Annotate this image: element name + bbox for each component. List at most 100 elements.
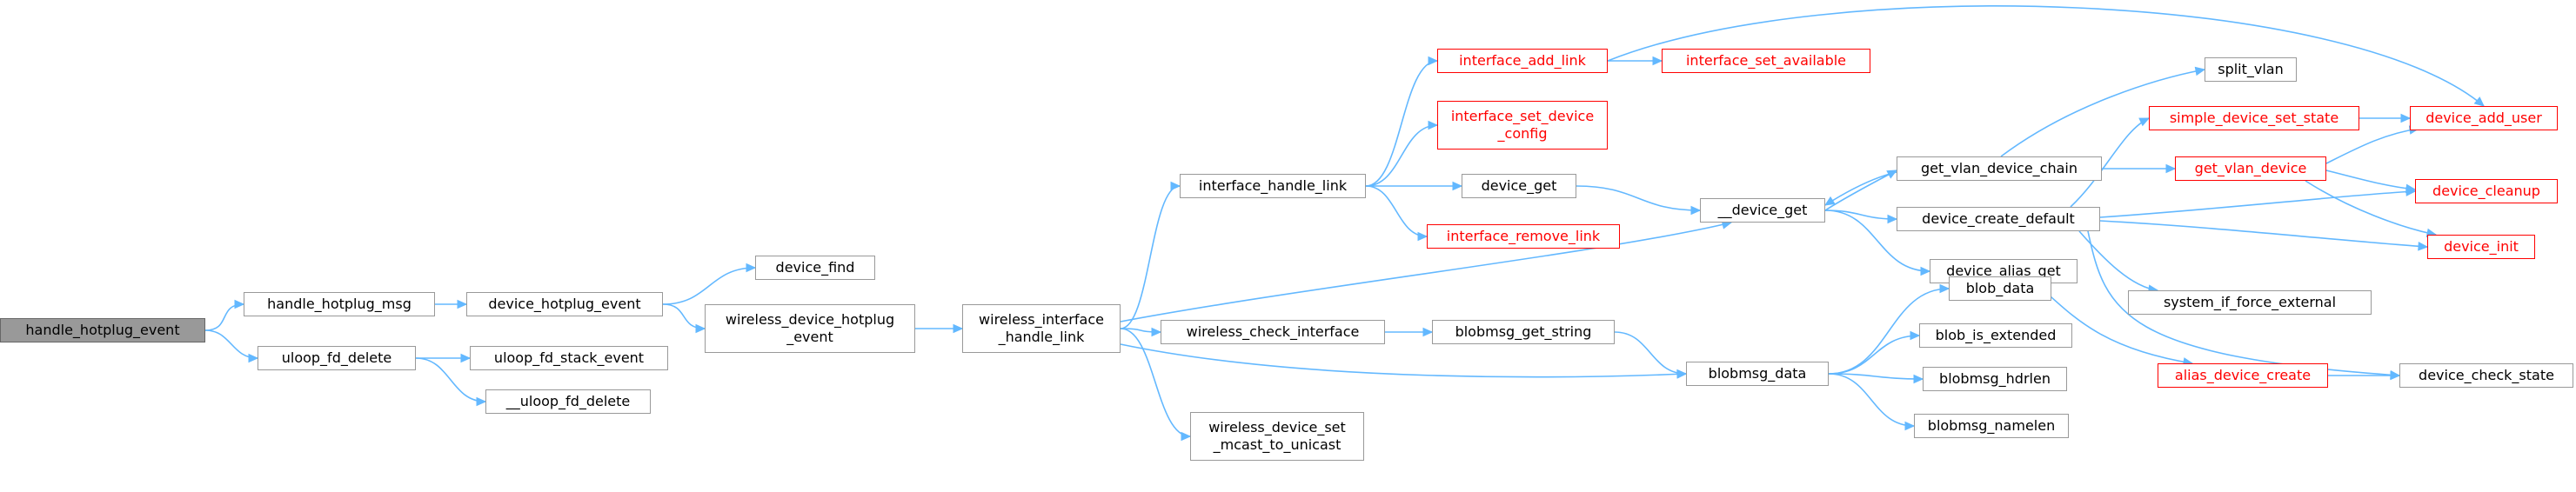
edge-interface-add-link-to-interface-set-available-arrowhead	[1652, 56, 1663, 66]
edge-arrowheads	[234, 56, 2485, 442]
edge-interface-add-link-to-device-add-user	[1607, 5, 2485, 107]
node-get-vlan-device[interactable]: get_vlan_device	[2175, 156, 2326, 181]
edge-simple-device-set-state-to-device-add-user-arrowhead	[2400, 113, 2412, 123]
node-handle-hotplug-msg[interactable]: handle_hotplug_msg	[244, 292, 435, 316]
edge-device-get-to-device-get	[1576, 185, 1701, 211]
edge-device-hotplug-event-to-device-find-arrowhead	[746, 263, 757, 273]
edge-get-vlan-device-chain-to-get-vlan-device-arrowhead	[2165, 163, 2177, 174]
edge-device-get-to-device-get-arrowhead	[1690, 205, 1702, 216]
edge-alias-device-create-to-device-check-state-arrowhead	[2390, 370, 2401, 381]
edge-device-create-default-to-device-init	[2099, 220, 2428, 248]
node-device-check-state[interactable]: device_check_state	[2399, 363, 2573, 388]
node-interface-handle-link[interactable]: interface_handle_link	[1180, 174, 1366, 198]
edge-interface-handle-link-to-interface-add-link-arrowhead	[1428, 56, 1439, 66]
edge-blobmsg-get-string-to-blobmsg-data-arrowhead	[1676, 369, 1688, 379]
node-blobmsg-namelen[interactable]: blobmsg_namelen	[1914, 414, 2069, 438]
edge-device-hotplug-event-to-wireless-device-hotplug-event	[662, 303, 706, 329]
edge-blobmsg-data-to-blobmsg-hdrlen	[1828, 373, 1924, 380]
edge-wireless-check-interface-to-blobmsg-get-string-arrowhead	[1422, 327, 1434, 337]
edge-get-vlan-device-chain-to-split-vlan-arrowhead	[2194, 66, 2206, 76]
edge-get-vlan-device-to-device-cleanup-arrowhead	[2405, 183, 2417, 194]
node-device-add-user[interactable]: device_add_user	[2410, 106, 2558, 130]
edge-device-hotplug-event-to-wireless-device-hotplug-event-arrowhead	[695, 323, 706, 334]
edge-device-create-default-to-simple-device-set-state	[2070, 117, 2150, 208]
node-device-get[interactable]: __device_get	[1700, 198, 1825, 223]
node-split-vlan[interactable]: split_vlan	[2205, 57, 2297, 82]
edge-get-vlan-device-chain-to-split-vlan	[2000, 69, 2205, 157]
edge-interface-handle-link-to-interface-remove-link	[1365, 185, 1428, 237]
edge-wireless-interface-handle-link-to-blobmsg-data	[1120, 343, 1687, 378]
edge-blobmsg-data-to-blob-is-extended-arrowhead	[1910, 330, 1921, 341]
edge-device-create-default-to-simple-device-set-state-arrowhead	[2138, 117, 2151, 127]
node-device-create-default[interactable]: device_create_default	[1897, 207, 2100, 231]
edge-interface-handle-link-to-interface-remove-link-arrowhead	[1417, 231, 1429, 242]
edge-uloop-fd-delete-to-uloop-fd-stack-event-arrowhead	[460, 353, 472, 363]
edge-handle-hotplug-msg-to-device-hotplug-event-arrowhead	[457, 299, 468, 309]
edge-wireless-interface-handle-link-to-wireless-check-interface-arrowhead	[1151, 327, 1162, 337]
node-device-init[interactable]: device_init	[2427, 235, 2535, 259]
node-wireless-device-set-mcast-to-unicast[interactable]: wireless_device_set _mcast_to_unicast	[1190, 412, 1364, 461]
edge-handle-hotplug-event-to-uloop-fd-delete-arrowhead	[248, 353, 259, 363]
node-wireless-device-hotplug-event[interactable]: wireless_device_hotplug _event	[705, 304, 915, 353]
edge-interface-handle-link-to-device-get-arrowhead	[1452, 181, 1463, 191]
edge-wireless-interface-handle-link-to-wireless-device-set-mcast-to-unicast	[1120, 328, 1191, 437]
node-blob-is-extended[interactable]: blob_is_extended	[1919, 323, 2072, 348]
edge-get-vlan-device-to-device-init	[2305, 180, 2437, 236]
edge-device-get-to-get-vlan-device-chain	[1824, 170, 1897, 211]
edge-wireless-device-hotplug-event-to-wireless-interface-handle-link-arrowhead	[953, 323, 964, 334]
edge-get-vlan-device-to-device-cleanup	[2325, 170, 2416, 190]
edge-interface-add-link-to-device-add-user-arrowhead	[2473, 96, 2485, 107]
node-device-cleanup[interactable]: device_cleanup	[2415, 179, 2558, 203]
edge-get-vlan-device-chain-to-device-get-arrowhead	[1823, 196, 1836, 206]
edge-device-get-to-device-alias-get	[1824, 209, 1930, 272]
edge-blobmsg-data-to-blob-data-arrowhead	[1939, 283, 1950, 294]
node-interface-set-device-config[interactable]: interface_set_device _config	[1437, 101, 1608, 150]
node-wireless-check-interface[interactable]: wireless_check_interface	[1161, 320, 1385, 344]
node-uloop-fd-stack-event[interactable]: uloop_fd_stack_event	[470, 346, 668, 370]
node-interface-add-link[interactable]: interface_add_link	[1437, 49, 1608, 73]
node-device-get[interactable]: device_get	[1462, 174, 1576, 198]
edge-wireless-interface-handle-link-to-device-get	[1120, 222, 1732, 322]
edge-blobmsg-data-to-blob-is-extended	[1828, 335, 1920, 375]
edge-wireless-interface-handle-link-to-interface-handle-link	[1120, 185, 1181, 329]
edge-get-vlan-device-chain-to-device-get	[1824, 171, 1897, 206]
node-system-if-force-external[interactable]: system_if_force_external	[2128, 290, 2372, 315]
node-blob-data[interactable]: blob_data	[1949, 276, 2051, 301]
node-simple-device-set-state[interactable]: simple_device_set_state	[2149, 106, 2359, 130]
edge-blobmsg-data-to-blobmsg-namelen	[1828, 373, 1915, 427]
edge-device-get-to-device-alias-get-arrowhead	[1920, 266, 1931, 276]
node-wireless-interface-handle-link[interactable]: wireless_interface _handle_link	[962, 304, 1121, 353]
edge-device-create-default-to-system-if-force-external	[2078, 230, 2158, 291]
edge-wireless-interface-handle-link-to-wireless-device-set-mcast-to-unicast-arrowhead	[1181, 431, 1192, 442]
node-handle-hotplug-event: handle_hotplug_event	[0, 318, 205, 342]
node-alias-device-create[interactable]: alias_device_create	[2158, 363, 2328, 388]
edge-device-hotplug-event-to-device-find	[662, 267, 756, 305]
edge-uloop-fd-delete-to-uloop-fd-delete	[415, 357, 486, 402]
node-device-find[interactable]: device_find	[755, 256, 875, 280]
edge-device-create-default-to-device-init-arrowhead	[2418, 242, 2429, 251]
node-blobmsg-get-string[interactable]: blobmsg_get_string	[1432, 320, 1615, 344]
edge-handle-hotplug-event-to-handle-hotplug-msg	[204, 303, 244, 331]
edge-blobmsg-data-to-blobmsg-namelen-arrowhead	[1904, 421, 1916, 431]
edge-uloop-fd-delete-to-uloop-fd-delete-arrowhead	[476, 396, 487, 407]
edge-device-get-to-get-vlan-device-chain-arrowhead	[1886, 170, 1898, 179]
edge-interface-handle-link-to-interface-set-device-config-arrowhead	[1428, 120, 1439, 130]
node-uloop-fd-delete[interactable]: uloop_fd_delete	[258, 346, 416, 370]
edge-handle-hotplug-event-to-handle-hotplug-msg-arrowhead	[234, 299, 245, 309]
node-device-hotplug-event[interactable]: device_hotplug_event	[466, 292, 663, 316]
node-blobmsg-data[interactable]: blobmsg_data	[1686, 362, 1829, 386]
node-get-vlan-device-chain[interactable]: get_vlan_device_chain	[1897, 156, 2102, 181]
edge-blobmsg-data-to-blobmsg-hdrlen-arrowhead	[1913, 374, 1924, 384]
node-interface-set-available[interactable]: interface_set_available	[1662, 49, 1870, 73]
edge-device-create-default-to-device-cleanup	[2099, 190, 2416, 218]
node-uloop-fd-delete[interactable]: __uloop_fd_delete	[485, 389, 651, 414]
edge-get-vlan-device-to-device-add-user	[2325, 128, 2419, 164]
edge-handle-hotplug-event-to-uloop-fd-delete	[204, 329, 258, 359]
edge-interface-handle-link-to-interface-set-device-config	[1365, 124, 1438, 187]
node-blobmsg-hdrlen[interactable]: blobmsg_hdrlen	[1923, 367, 2067, 391]
node-interface-remove-link[interactable]: interface_remove_link	[1427, 224, 1620, 249]
edge-device-get-to-device-create-default-arrowhead	[1887, 214, 1898, 224]
edge-blobmsg-get-string-to-blobmsg-data	[1614, 331, 1687, 375]
edge-interface-handle-link-to-interface-add-link	[1365, 60, 1438, 187]
